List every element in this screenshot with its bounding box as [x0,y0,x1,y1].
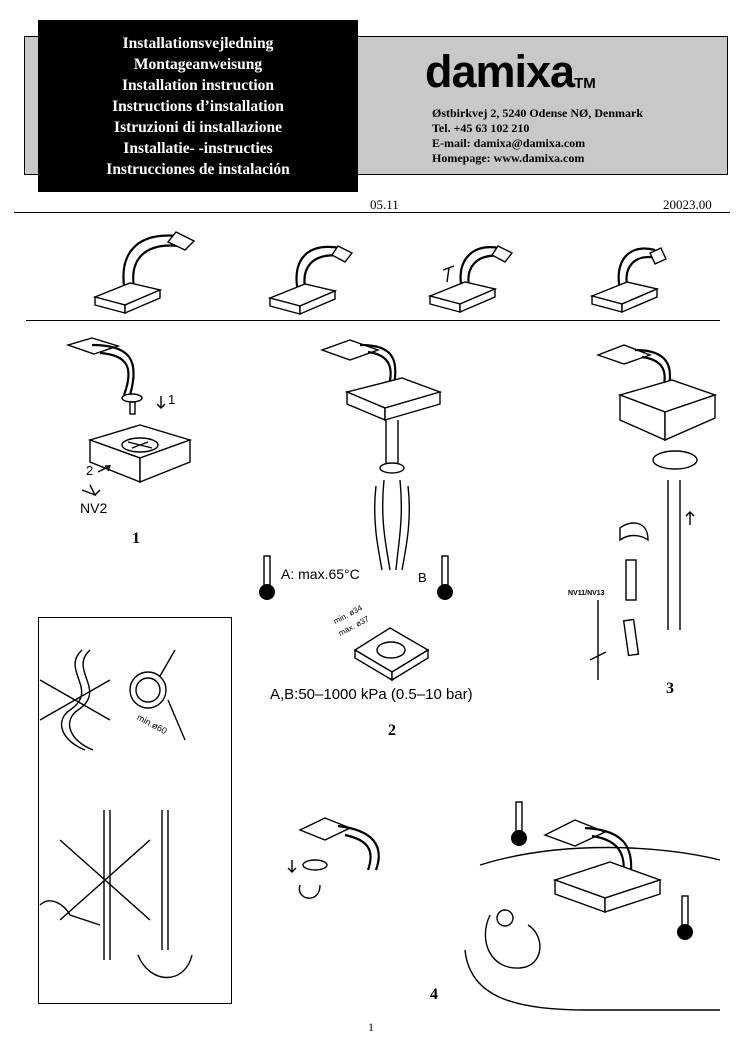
phone: Tel. +45 63 102 210 [432,121,530,135]
step4-usage-illustration [464,801,721,1011]
step2-illustration [259,339,453,682]
pressure-spec: A,B:50–1000 kPa (0.5–10 bar) [270,686,473,703]
title-da: Installationsvejledning [122,35,274,52]
hose-notes-box [38,617,232,1004]
revision-date: 05.11 [370,197,399,212]
step-number-4: 4 [430,986,438,1003]
step-number-2: 2 [388,722,396,739]
step1-illustration [65,337,193,497]
homepage: Homepage: www.damixa.com [432,151,585,165]
title-en: Installation instruction [121,77,274,94]
arrow-label-2: 2 [86,463,94,478]
title-box: Installationsvejledning Montageanweisung… [38,20,358,192]
header-rule [14,212,730,213]
trademark: TM [574,75,596,92]
temp-label-b: B [418,570,427,585]
title-de: Montageanweisung [133,56,263,73]
variants-rule [26,320,720,321]
faucet-variant-2 [267,245,354,316]
brand-name: damixa [425,46,575,97]
arrow-label-1: 1 [168,392,176,407]
step3-illustration [589,344,718,680]
title-nl: Installatie- -instructies [123,140,273,157]
title-es: Instrucciones de instalación [106,161,290,178]
contact-block: Østbirkvej 2, 5240 Odense NØ, Denmark Te… [432,106,643,166]
tool-label-nv11: NV11/NV13 [568,590,605,597]
hose-handling-illustration [39,649,193,979]
page-number: 1 [368,1020,374,1034]
address: Østbirkvej 2, 5240 Odense NØ, Denmark [432,106,643,120]
step-number-3: 3 [666,680,674,697]
temp-label-a: A: max.65°C [281,566,360,582]
brand-logo: damixaTM [425,44,596,100]
step4-illustration [287,817,380,899]
tool-label-nv2: NV2 [80,500,108,516]
faucet-variant-1 [92,231,196,315]
faucet-variant-4 [589,247,667,314]
faucet-variant-3 [427,245,514,314]
email: E-mail: damixa@damixa.com [432,136,586,150]
title-fr: Instructions d’installation [112,98,284,115]
document-number: 20023.00 [663,197,712,212]
title-it: Istruzioni di installazione [114,119,282,136]
step-number-1: 1 [132,530,140,547]
